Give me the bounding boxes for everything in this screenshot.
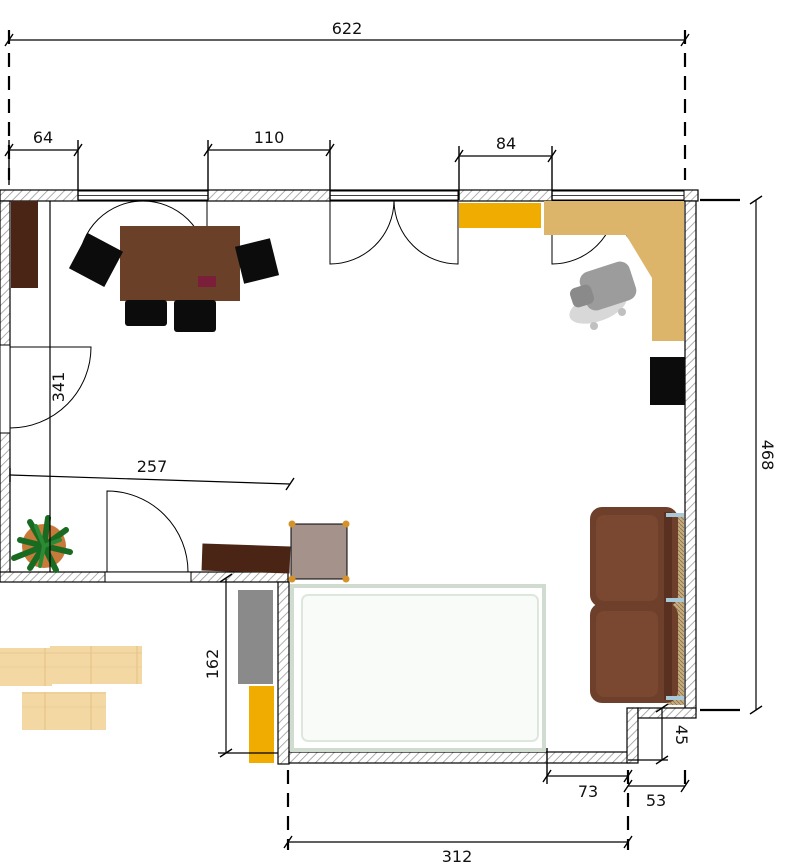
dimension-corridor-width: 257 <box>9 457 295 491</box>
dimension-window-middle: 110 <box>203 128 335 200</box>
left-doorway <box>0 344 11 434</box>
dimension-window-left: 64 <box>4 128 83 200</box>
chair-bottom-right <box>174 300 216 332</box>
dim-label-corridor-width: 257 <box>137 457 168 476</box>
dim-label-window-left: 64 <box>33 128 53 147</box>
dimension-bottom-width: 312 <box>283 835 633 866</box>
top-shelf <box>459 203 541 228</box>
dim-label-window-right: 84 <box>496 134 516 153</box>
right-wall <box>684 200 697 712</box>
low-cabinet <box>201 543 291 574</box>
chair-bottom-left <box>125 300 167 326</box>
dim-label-corner-width: 53 <box>646 791 666 810</box>
dim-label-overall-width: 622 <box>332 19 363 38</box>
sofa <box>590 507 684 705</box>
dimension-overall-width: 622 <box>4 19 690 47</box>
corner-wall-vertical <box>626 707 639 764</box>
dimension-overall-height: 468 <box>749 195 777 715</box>
bath-cabinet-yellow <box>249 686 274 763</box>
bed <box>290 584 546 752</box>
left-wardrobe <box>11 201 38 288</box>
dimension-bottom-step: 73 <box>542 748 633 801</box>
office-chair-icon <box>569 261 637 330</box>
bath-doorway <box>104 571 192 583</box>
dim-label-bottom-width: 312 <box>442 847 473 866</box>
dimension-bath-height: 162 <box>203 573 278 758</box>
potted-plant-icon <box>11 515 73 573</box>
interior-wall-vertical <box>277 581 290 765</box>
chair-left <box>68 232 124 288</box>
dimension-window-right: 84 <box>454 134 557 200</box>
windows <box>77 190 685 201</box>
dimension-corner-width: 53 <box>623 779 690 810</box>
dim-label-left-inner: 341 <box>49 372 68 403</box>
dim-label-bath-height: 162 <box>203 649 222 680</box>
nightstand <box>288 520 350 583</box>
dim-label-overall-height: 468 <box>758 440 777 471</box>
corner-wall-horizontal <box>637 707 697 719</box>
dim-label-bottom-step: 73 <box>578 782 598 801</box>
dimension-left-inner: 341 <box>49 201 68 572</box>
table-item <box>198 276 216 287</box>
dim-label-corner-height: 45 <box>672 725 691 745</box>
dim-label-window-middle: 110 <box>254 128 285 147</box>
dining-set <box>68 226 280 332</box>
chair-right <box>234 238 280 284</box>
floor-boards <box>0 646 142 730</box>
dining-table <box>120 226 240 301</box>
corner-desk <box>544 201 684 341</box>
dimension-corner-height: 45 <box>628 703 691 765</box>
bath-cabinet-grey <box>238 590 273 684</box>
bottom-wall <box>288 751 630 764</box>
tv-cabinet <box>650 357 685 405</box>
